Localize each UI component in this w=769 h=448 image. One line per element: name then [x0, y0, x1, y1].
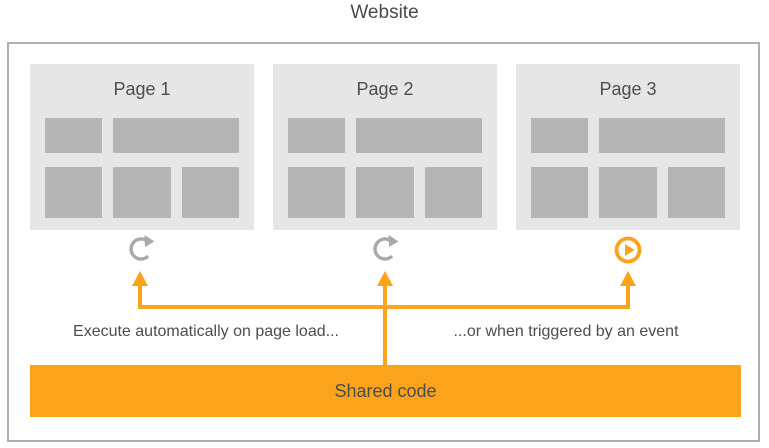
shared-code-bar: Shared code: [30, 365, 741, 417]
page-card-3: Page 3: [516, 64, 740, 230]
refresh-icon: [373, 235, 399, 261]
wireframe-block: [45, 167, 103, 218]
refresh-icon: [129, 235, 155, 261]
page-card-1: Page 1: [30, 64, 254, 230]
page-title: Page 1: [113, 79, 171, 99]
wireframe-row: [288, 118, 482, 153]
wireframe-block: [667, 167, 725, 218]
wireframe-row: [45, 167, 239, 218]
page-card-2: Page 2: [273, 64, 497, 230]
wireframe-block: [288, 118, 345, 153]
wireframe-block: [599, 167, 657, 218]
shared-code-label: Shared code: [334, 380, 437, 401]
diagram-title: Website: [350, 2, 419, 23]
wireframe-block: [531, 167, 589, 218]
wireframe-block: [356, 118, 482, 153]
page-load-caption: Execute automatically on page load...: [73, 323, 339, 340]
wireframe-row: [531, 118, 725, 153]
wireframe-block: [288, 167, 346, 218]
wireframe-block: [599, 118, 725, 153]
wireframe-block: [181, 167, 239, 218]
page-title: Page 2: [356, 79, 414, 99]
wireframe-row: [531, 167, 725, 218]
wireframe-block: [113, 118, 239, 153]
page-title: Page 3: [599, 79, 657, 99]
wireframe-block: [424, 167, 482, 218]
wireframe-block: [356, 167, 414, 218]
wireframe-block: [45, 118, 102, 153]
event-trigger-caption: ...or when triggered by an event: [453, 323, 679, 340]
wireframe-block: [531, 118, 588, 153]
wireframe-row: [288, 167, 482, 218]
wireframe-block: [113, 167, 171, 218]
wireframe-row: [45, 118, 239, 153]
play-icon: [614, 236, 642, 264]
